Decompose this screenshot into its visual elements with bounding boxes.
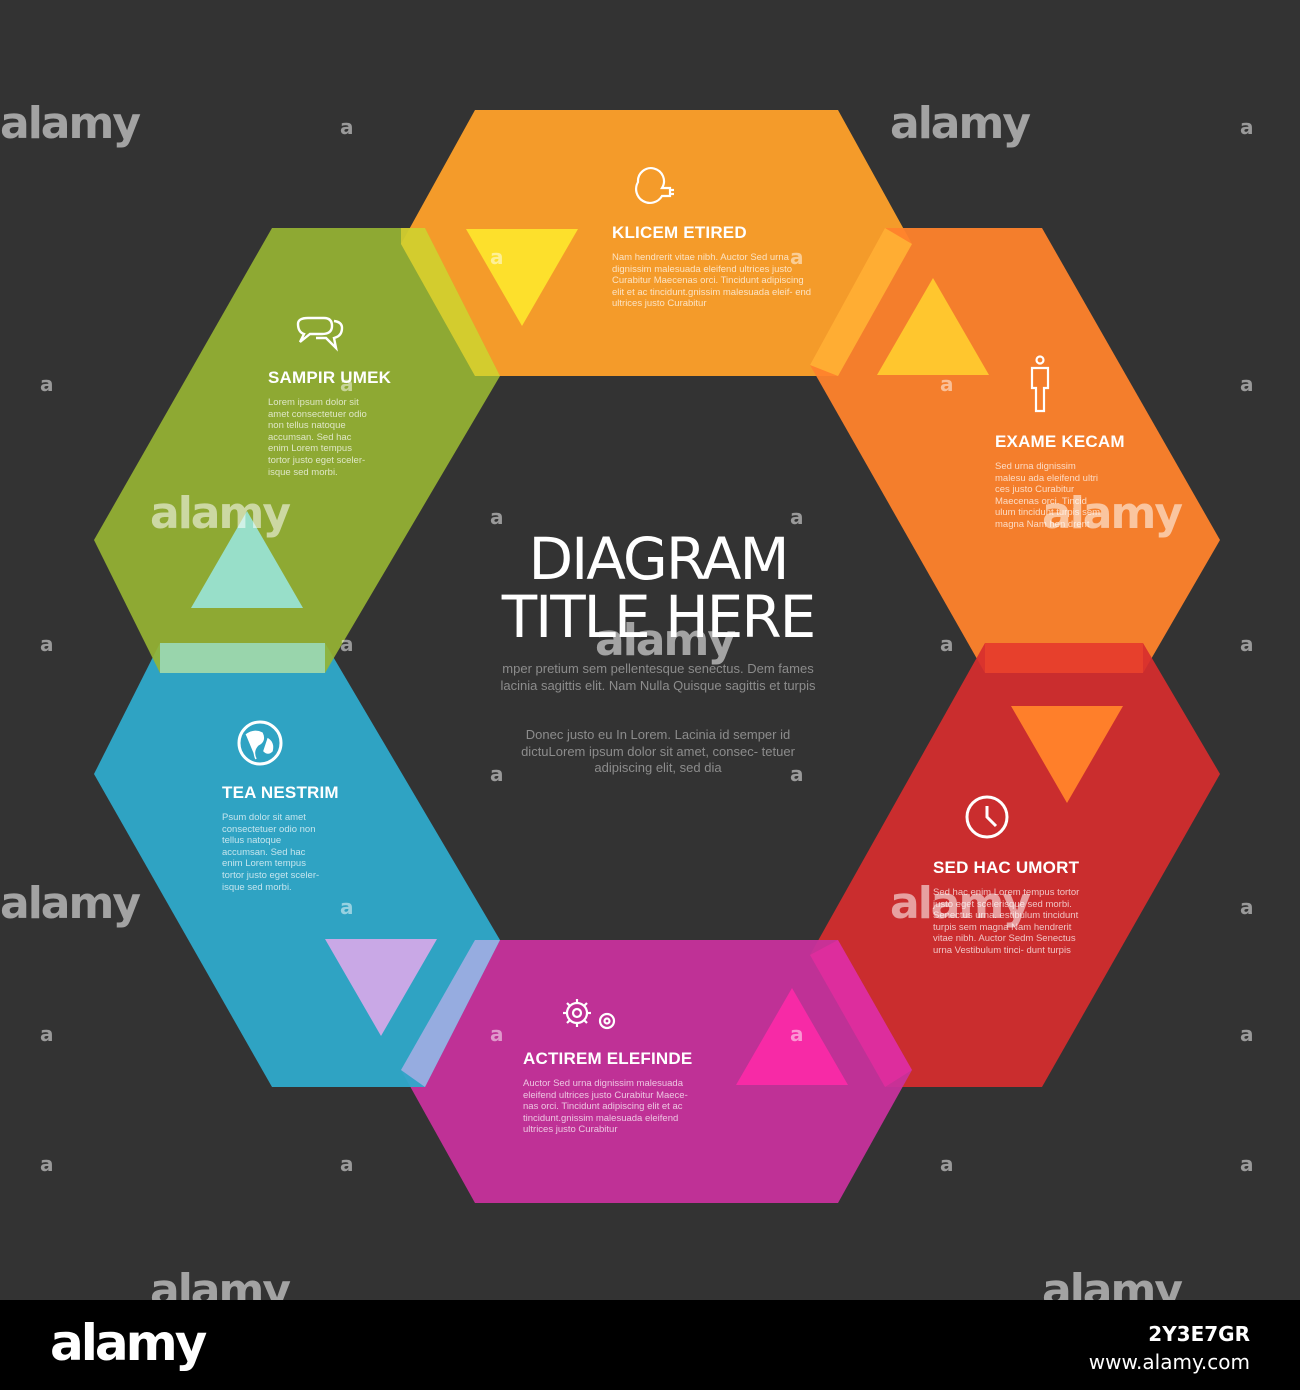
watermark-mark: a — [1240, 1152, 1254, 1176]
diagram-title-line2: TITLE HERE — [501, 583, 817, 651]
gears-icon — [563, 999, 616, 1030]
segment-body: Lorem ipsum dolor sit amet consectetuer … — [268, 397, 367, 478]
overlap-highlight-right — [985, 643, 1143, 673]
segment-title: EXAME KECAM — [995, 432, 1125, 451]
speech-bubbles-icon — [296, 316, 344, 352]
watermark-mark: a — [790, 762, 804, 786]
watermark-mark: a — [940, 1152, 954, 1176]
center-paragraph-2: Donec justo eu In Lorem. Lacinia id semp… — [521, 727, 795, 775]
watermark-mark: a — [40, 1152, 54, 1176]
watermark-logo: alamy — [890, 878, 1031, 929]
watermark-mark: a — [1240, 895, 1254, 919]
segment-body: Sed hac enim Lorem tempus tortor justo e… — [933, 887, 1080, 956]
overlap-highlight-left — [160, 643, 325, 673]
watermark-mark: a — [340, 632, 354, 656]
diagram-title-line1: DIAGRAM — [528, 525, 789, 593]
watermark-logo: alamy — [150, 488, 291, 539]
arrow-triangle-upper-left — [191, 511, 303, 608]
watermark-logo: alamy — [890, 98, 1031, 149]
overlap-highlight-top-left — [401, 228, 500, 376]
watermark-mark: a — [340, 372, 354, 396]
segment-lower-right-shape — [810, 643, 1220, 1087]
watermark-mark: a — [940, 372, 954, 396]
watermark-mark: a — [340, 1152, 354, 1176]
footer-url: www.alamy.com — [1088, 1350, 1250, 1374]
watermark-mark: a — [1240, 372, 1254, 396]
watermark-logo: alamy — [0, 98, 141, 149]
watermark-mark: a — [1240, 1022, 1254, 1046]
watermark-mark: a — [40, 1022, 54, 1046]
segment-upper-right: EXAME KECAM Sed urna dignissim malesu ad… — [995, 426, 1125, 531]
arrow-triangle-lower-left — [325, 939, 437, 1036]
overlap-highlight-top-right — [810, 228, 912, 376]
segment-title: ACTIREM ELEFINDE — [523, 1049, 693, 1068]
segment-body: Auctor Sed urna dignissim malesuada elei… — [523, 1078, 688, 1136]
segment-upper-left: SAMPIR UMEK Lorem ipsum dolor sit amet c… — [268, 362, 392, 478]
footer-logo: alamy — [50, 1314, 207, 1372]
watermark-mark: a — [40, 372, 54, 396]
arrow-triangle-bottom — [736, 988, 848, 1085]
segment-lower-left: TEA NESTRIM Psum dolor sit amet consecte… — [222, 777, 339, 893]
segment-title: SAMPIR UMEK — [268, 368, 392, 387]
watermark-logo: alamy — [1042, 488, 1183, 539]
segment-body: Psum dolor sit amet consectetuer odio no… — [222, 812, 320, 893]
overlap-highlight-bottom-left — [401, 940, 500, 1087]
watermark-mark: a — [790, 1022, 804, 1046]
watermark-mark: a — [490, 1022, 504, 1046]
segment-lower-right: SED HAC UMORT Sed hac enim Lorem tempus … — [933, 852, 1083, 957]
segment-title: SED HAC UMORT — [933, 858, 1080, 877]
person-icon — [1030, 355, 1050, 413]
segment-upper-left-shape — [94, 228, 500, 673]
overlap-highlight-bottom-right — [810, 940, 912, 1087]
watermark-mark: a — [490, 762, 504, 786]
diagram-title: DIAGRAM TITLE HERE — [500, 525, 817, 651]
watermark-mark: a — [1240, 115, 1254, 139]
watermark-logo: alamy — [0, 878, 141, 929]
footer-image-id: 2Y3E7GR — [1148, 1322, 1250, 1346]
segment-body: Sed urna dignissim malesu ada eleifend u… — [995, 461, 1101, 530]
clock-icon — [965, 795, 1009, 839]
lightbulb-icon — [635, 167, 674, 204]
segment-body: Nam hendrerit vitae nibh. Auctor Sed urn… — [612, 252, 812, 310]
hexagon-cycle-diagram — [94, 110, 1220, 1203]
watermark-mark: a — [490, 245, 504, 269]
watermark-mark: a — [490, 505, 504, 529]
arrow-triangle-lower-right — [1011, 706, 1123, 803]
arrow-triangle-upper-right — [877, 278, 989, 375]
segment-top: KLICEM ETIRED Nam hendrerit vitae nibh. … — [612, 217, 817, 310]
watermark-mark: a — [40, 632, 54, 656]
center-paragraph-1: mper pretium sem pellentesque senectus. … — [500, 661, 816, 693]
segment-title: KLICEM ETIRED — [612, 223, 747, 242]
stock-footer-bar: alamy 2Y3E7GR www.alamy.com — [0, 1300, 1300, 1390]
watermark-logo: alamy — [595, 615, 736, 666]
watermark-mark: a — [340, 895, 354, 919]
globe-icon — [237, 720, 283, 766]
arrow-triangle-top — [466, 229, 578, 326]
watermark-mark: a — [940, 632, 954, 656]
segment-bottom: ACTIREM ELEFINDE Auctor Sed urna digniss… — [523, 1043, 705, 1136]
watermark-mark: a — [1240, 632, 1254, 656]
footer-meta: 2Y3E7GR www.alamy.com — [1089, 1320, 1250, 1376]
watermark-mark: a — [340, 115, 354, 139]
watermark-mark: a — [790, 245, 804, 269]
watermark-mark: a — [790, 505, 804, 529]
segment-title: TEA NESTRIM — [222, 783, 339, 802]
